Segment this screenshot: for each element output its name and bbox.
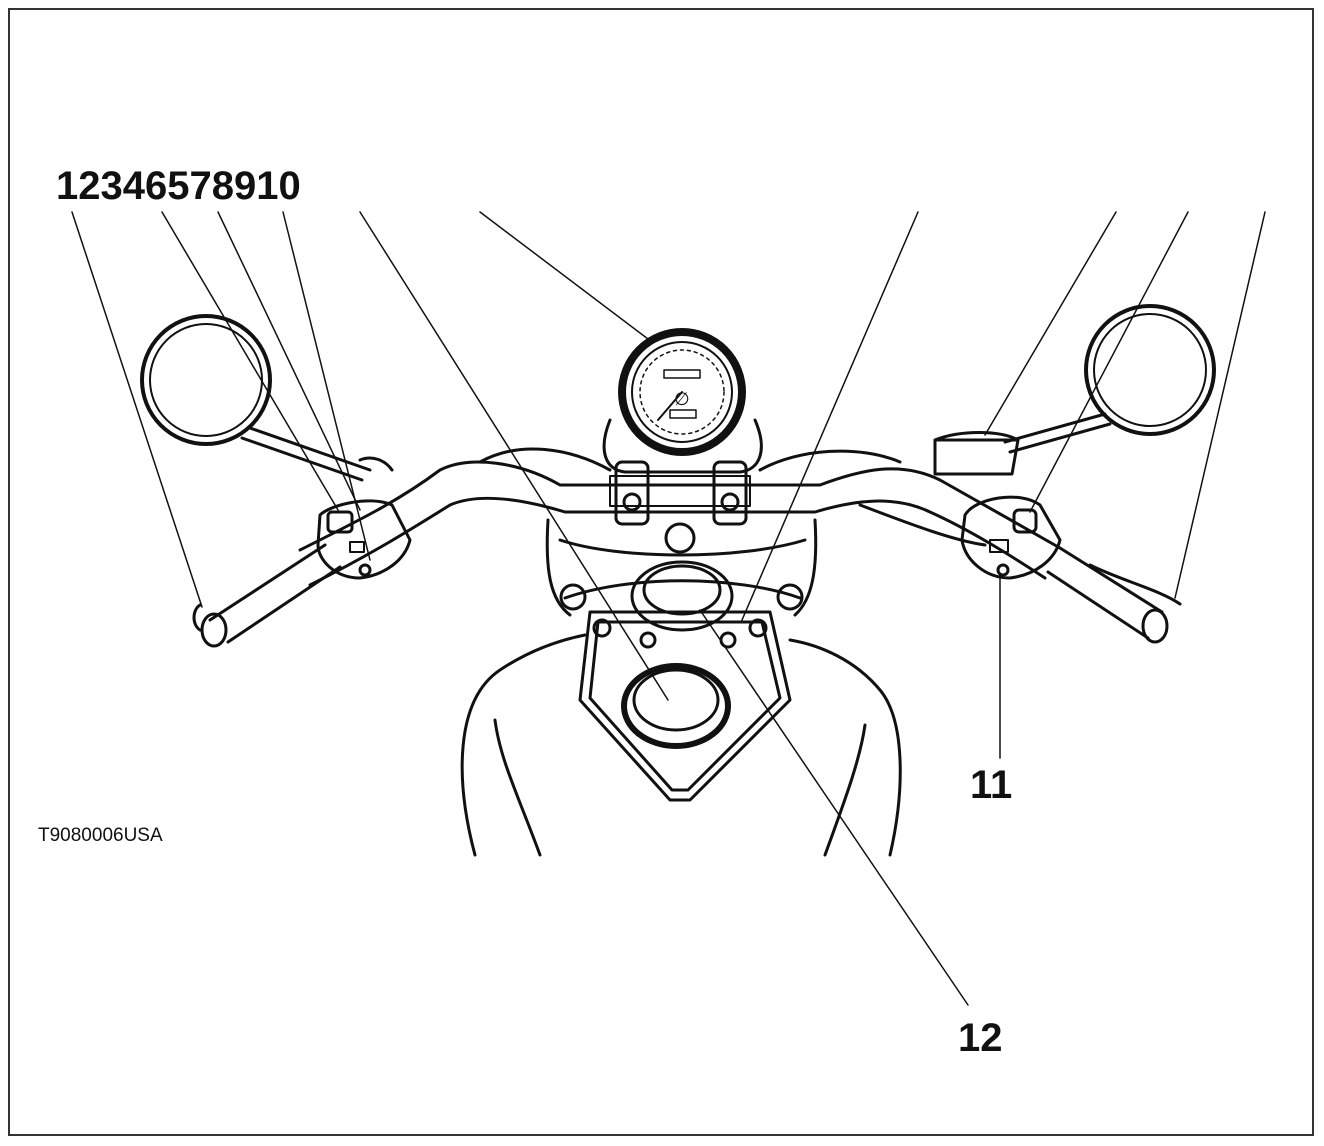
leader-lines bbox=[71, 211, 1266, 1006]
right-mirror-icon bbox=[1003, 304, 1216, 454]
left-switch-housing-icon bbox=[316, 456, 412, 580]
speedometer-icon: ∅ bbox=[602, 328, 763, 474]
svg-text:∅: ∅ bbox=[674, 389, 690, 409]
triple-clamp-icon bbox=[545, 518, 818, 617]
dash-panel-icon bbox=[578, 610, 792, 802]
figure-frame bbox=[8, 8, 1314, 1136]
brake-reservoir-icon bbox=[933, 431, 1020, 476]
figure-reference-code: T9080006USA bbox=[38, 825, 163, 846]
right-grip-icon bbox=[1046, 546, 1182, 644]
left-grip-icon bbox=[192, 543, 342, 648]
handlebar-clamp-icon bbox=[609, 460, 751, 526]
ignition-switch-icon bbox=[630, 560, 734, 632]
callout-label-top: 12346578910 bbox=[56, 164, 301, 208]
callout-label-11: 11 bbox=[970, 763, 1013, 807]
fuel-cap-icon bbox=[621, 663, 731, 749]
left-mirror-icon bbox=[140, 314, 372, 482]
fuel-tank-icon bbox=[460, 633, 902, 857]
right-switch-housing-icon bbox=[960, 495, 1062, 580]
callout-label-12: 12 bbox=[958, 1016, 1003, 1060]
